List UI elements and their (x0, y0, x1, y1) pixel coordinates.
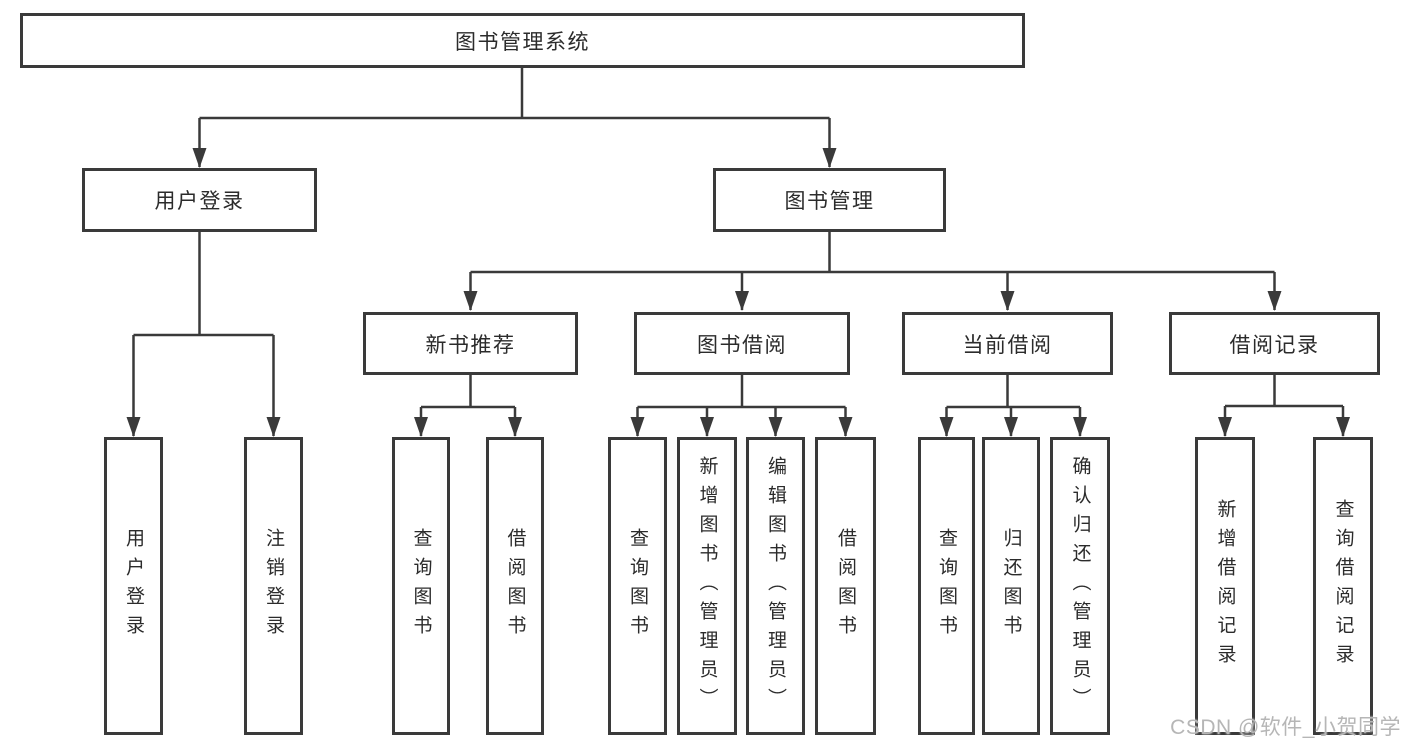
connector-bookborrow-trunk (637, 375, 846, 409)
leaf-query-books-1: 查询图书 (392, 437, 450, 735)
leaf-add-borrow-record-label: 新增借阅记录 (1214, 499, 1236, 673)
node-root-label: 图书管理系统 (455, 30, 590, 54)
leaf-logout-label: 注销登录 (263, 528, 284, 644)
node-book-borrowing: 图书借阅 (634, 312, 850, 375)
leaf-query-books-3-label: 查询图书 (936, 528, 957, 644)
node-new-book-recommend-label: 新书推荐 (425, 333, 516, 357)
leaf-query-books-2: 查询图书 (608, 437, 667, 735)
node-current-borrowing-label: 当前借阅 (962, 333, 1053, 357)
node-user-login-label: 用户登录 (154, 190, 245, 213)
node-borrowing-records-label: 借阅记录 (1229, 333, 1320, 357)
leaf-query-books-2-label: 查询图书 (627, 528, 648, 644)
node-book-management: 图书管理 (713, 168, 946, 232)
leaf-borrow-books-1-label: 借阅图书 (504, 528, 526, 644)
leaf-edit-book-admin: 编辑图书（管理员） (746, 437, 805, 735)
leaf-logout: 注销登录 (244, 437, 303, 735)
node-root: 图书管理系统 (20, 13, 1025, 68)
leaf-borrow-books-2: 借阅图书 (815, 437, 876, 735)
node-current-borrowing: 当前借阅 (902, 312, 1113, 375)
connector-root-trunk (199, 68, 830, 120)
node-book-management-label: 图书管理 (784, 190, 875, 213)
leaf-add-borrow-record: 新增借阅记录 (1195, 437, 1255, 735)
leaf-user-login-label: 用户登录 (123, 528, 144, 644)
connector-bookmgmt-trunk (470, 232, 1275, 274)
leaf-query-books-3: 查询图书 (918, 437, 975, 735)
leaf-user-login: 用户登录 (104, 437, 163, 735)
leaf-add-book-admin-label: 新增图书（管理员） (696, 455, 718, 717)
csdn-watermark: CSDN @软件_小贺同学 (1170, 716, 1401, 739)
connector-userlogin-trunk (133, 232, 274, 337)
leaf-query-borrow-record: 查询借阅记录 (1313, 437, 1373, 735)
leaf-add-book-admin: 新增图书（管理员） (677, 437, 737, 735)
leaf-return-books: 归还图书 (982, 437, 1040, 735)
node-borrowing-records: 借阅记录 (1169, 312, 1380, 375)
leaf-confirm-return-admin: 确认归还（管理员） (1050, 437, 1110, 735)
leaf-return-books-label: 归还图书 (1000, 528, 1022, 644)
leaf-query-books-1-label: 查询图书 (410, 528, 432, 644)
leaf-query-borrow-record-label: 查询借阅记录 (1332, 499, 1354, 673)
connector-newbooks-trunk (421, 375, 515, 409)
connector-records-trunk (1225, 375, 1343, 408)
node-book-borrowing-label: 图书借阅 (697, 333, 787, 357)
node-new-book-recommend: 新书推荐 (363, 312, 578, 375)
node-user-login: 用户登录 (82, 168, 317, 232)
leaf-edit-book-admin-label: 编辑图书（管理员） (765, 455, 786, 717)
leaf-borrow-books-2-label: 借阅图书 (835, 528, 856, 644)
connector-currentborrow-trunk (946, 375, 1080, 409)
leaf-borrow-books-1: 借阅图书 (486, 437, 544, 735)
leaf-confirm-return-admin-label: 确认归还（管理员） (1069, 455, 1091, 717)
